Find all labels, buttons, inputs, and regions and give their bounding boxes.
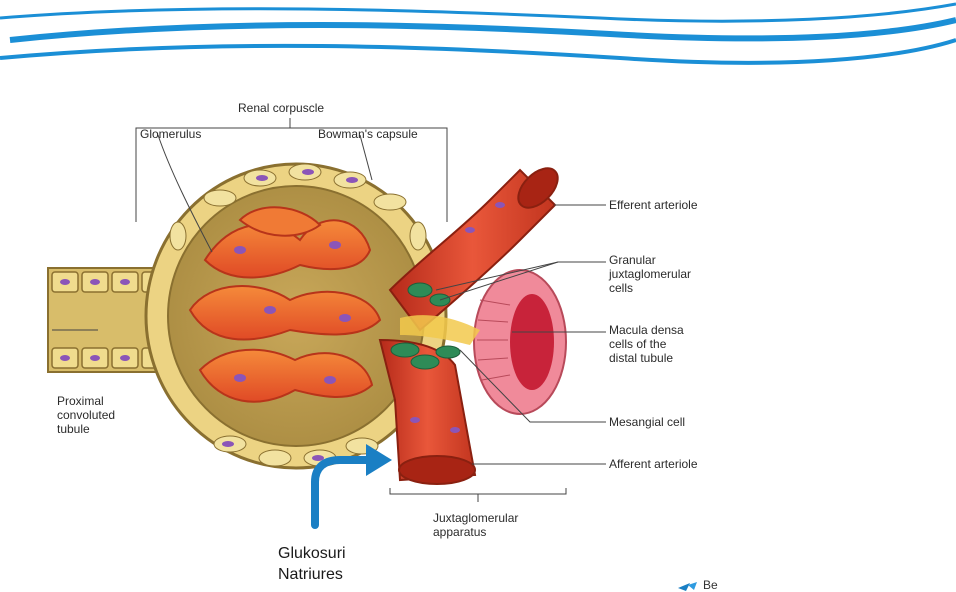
partial-text-fragment: Be — [703, 578, 718, 592]
label-granular-line3: cells — [609, 281, 691, 295]
label-macula-line1: Macula densa — [609, 323, 684, 337]
label-bowmans-capsule: Bowman's capsule — [318, 127, 418, 141]
label-macula-line2: cells of the — [609, 337, 684, 351]
label-proximal-line3: tubule — [57, 422, 115, 436]
distal-tubule-macula-densa — [474, 270, 566, 414]
label-granular-line1: Granular — [609, 253, 691, 267]
label-proximal-line2: convoluted — [57, 408, 115, 422]
annotation-line1: Glukosuri — [278, 543, 346, 564]
label-glomerulus: Glomerulus — [140, 127, 201, 141]
label-jga: Juxtaglomerular apparatus — [433, 511, 518, 539]
label-jga-line1: Juxtaglomerular — [433, 511, 518, 525]
annotation-line2: Natriures — [278, 564, 346, 585]
label-proximal-line1: Proximal — [57, 394, 115, 408]
label-granular-line2: juxtaglomerular — [609, 267, 691, 281]
header-waves — [0, 4, 956, 63]
label-macula-densa: Macula densa cells of the distal tubule — [609, 323, 684, 365]
label-afferent-arteriole: Afferent arteriole — [609, 457, 698, 471]
label-renal-corpuscle: Renal corpuscle — [238, 101, 324, 115]
label-proximal-tubule: Proximal convoluted tubule — [57, 394, 115, 436]
label-efferent-arteriole: Efferent arteriole — [609, 198, 698, 212]
label-macula-line3: distal tubule — [609, 351, 684, 365]
label-mesangial-cell: Mesangial cell — [609, 415, 685, 429]
label-jga-line2: apparatus — [433, 525, 518, 539]
logo-icon — [678, 582, 697, 591]
annotation-caption: Glukosuri Natriures — [278, 543, 346, 585]
label-granular-cells: Granular juxtaglomerular cells — [609, 253, 691, 295]
